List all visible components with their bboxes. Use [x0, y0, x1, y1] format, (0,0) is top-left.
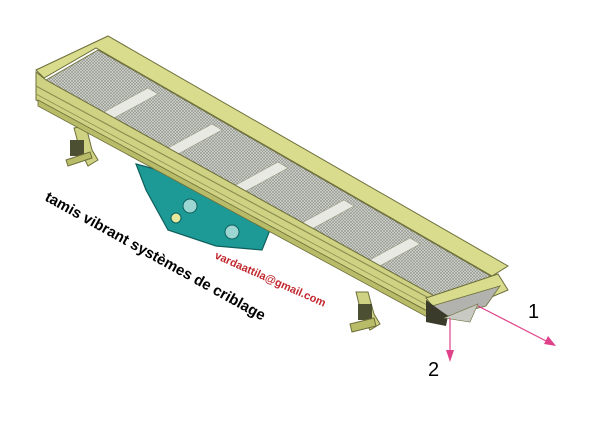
- discharge-chute: [425, 273, 509, 326]
- motor-bolt-1: [182, 198, 198, 214]
- motor-bolt-2: [224, 224, 240, 240]
- outlet-arrow-1: [477, 305, 556, 346]
- vibrator-drive-plate: [135, 163, 271, 251]
- deck-cross-bars: [103, 87, 421, 269]
- support-bracket-right: [349, 291, 381, 333]
- outlet-label-2: 2: [428, 359, 439, 381]
- outlet-label-1: 1: [528, 301, 539, 323]
- outlet-arrow-2: [446, 318, 454, 362]
- support-bracket-left: [65, 125, 99, 167]
- motor-bolt-3: [170, 212, 182, 224]
